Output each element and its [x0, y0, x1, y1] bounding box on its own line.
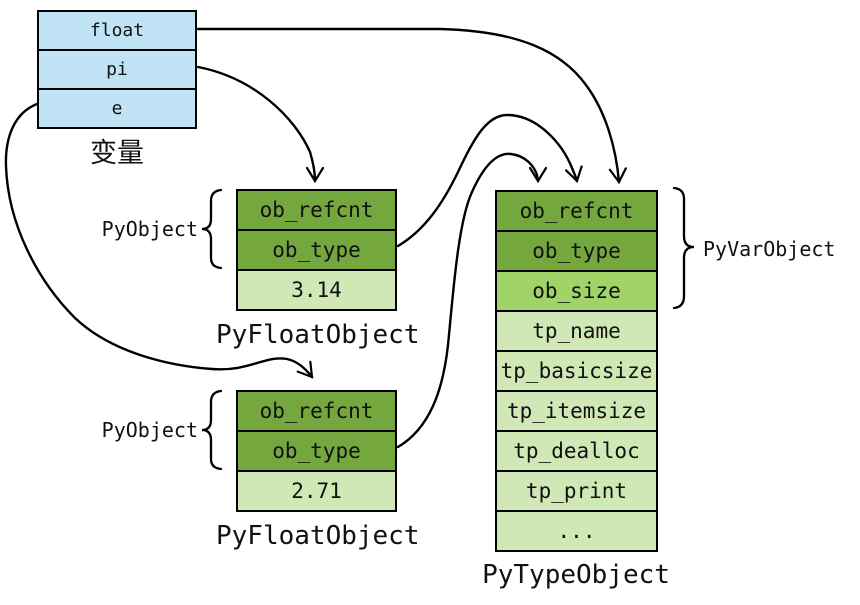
cell-label: ob_type	[272, 439, 361, 463]
table-row-value: 3.14	[238, 269, 395, 309]
cell-label: ...	[557, 519, 596, 543]
cell-label: pi	[106, 59, 128, 80]
cell-label: tp_dealloc	[513, 439, 640, 463]
table-row-e: e	[39, 88, 195, 127]
table-row-float: float	[39, 12, 195, 49]
arrow-obtype1-to-pytype	[396, 113, 577, 248]
brace-pyobject-2	[201, 389, 223, 471]
variables-table: float pi e	[37, 10, 197, 129]
table-row-pi: pi	[39, 49, 195, 88]
table-row-tp-name: tp_name	[497, 310, 656, 350]
cell-label: ob_refcnt	[519, 199, 634, 223]
cell-label: 2.71	[291, 479, 342, 503]
cell-label: float	[89, 20, 145, 41]
pyfloat-caption-2: PyFloatObject	[216, 521, 420, 551]
variables-caption: 变量	[90, 138, 144, 169]
cell-label: ob_type	[272, 238, 361, 262]
table-row-tp-dealloc: tp_dealloc	[497, 430, 656, 470]
cell-label: tp_basicsize	[500, 359, 653, 383]
table-row-ellipsis: ...	[497, 510, 656, 550]
arrow-e-to-pyfloat2	[4, 102, 312, 377]
table-row-tp-print: tp_print	[497, 470, 656, 510]
pytype-table: ob_refcnt ob_type ob_size tp_name tp_bas…	[495, 190, 658, 552]
pyfloat-table-1: ob_refcnt ob_type 3.14	[236, 189, 397, 311]
pyvarobject-label: PyVarObject	[703, 237, 836, 261]
table-row-ob-refcnt: ob_refcnt	[238, 392, 395, 430]
cell-label: 3.14	[291, 278, 342, 302]
cell-label: ob_refcnt	[259, 399, 374, 423]
table-row-ob-type: ob_type	[238, 430, 395, 470]
arrow-obtype2-to-pytype	[396, 152, 538, 449]
table-row-tp-basicsize: tp_basicsize	[497, 350, 656, 390]
cell-label: e	[111, 98, 123, 119]
brace-pyobject-1	[201, 188, 223, 270]
table-row-ob-refcnt: ob_refcnt	[238, 191, 395, 229]
cell-label: ob_refcnt	[259, 198, 374, 222]
pyobject-label-1: PyObject	[101, 217, 198, 241]
table-row-ob-size: ob_size	[497, 270, 656, 310]
table-row-value: 2.71	[238, 470, 395, 510]
pyfloat-caption-1: PyFloatObject	[216, 320, 420, 350]
table-row-ob-refcnt: ob_refcnt	[497, 192, 656, 230]
brace-pyvarobject	[672, 186, 695, 310]
cell-label: ob_size	[532, 279, 621, 303]
arrow-pi-to-pyfloat1	[196, 65, 315, 181]
table-row-ob-type: ob_type	[497, 230, 656, 270]
pyobject-label-2: PyObject	[101, 418, 198, 442]
cell-label: tp_itemsize	[506, 399, 647, 423]
pyfloat-table-2: ob_refcnt ob_type 2.71	[236, 390, 397, 512]
cell-label: tp_print	[525, 479, 628, 503]
cell-label: ob_type	[532, 239, 621, 263]
cell-label: tp_name	[532, 319, 621, 343]
pytype-caption: PyTypeObject	[482, 560, 670, 590]
table-row-ob-type: ob_type	[238, 229, 395, 269]
arrow-float-to-pytype	[196, 27, 619, 182]
table-row-tp-itemsize: tp_itemsize	[497, 390, 656, 430]
